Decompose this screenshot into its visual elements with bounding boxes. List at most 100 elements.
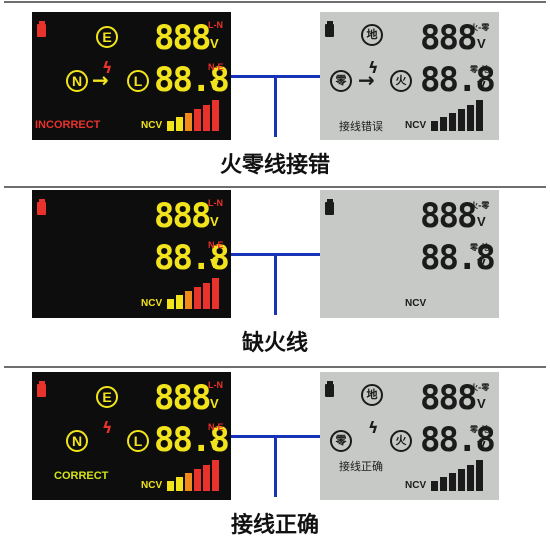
arrow-right-icon: → [358,68,375,92]
ncv-bar [440,477,447,491]
ncv-signal-bars [167,100,219,131]
live-terminal: 火 [390,70,412,92]
separator-top [4,1,546,3]
ncv-bar [467,465,474,491]
grey-lcd-display: 地 ϟ 零 → 火 888 火-零 V 88.8 零-地 V 接线错误 NCV [320,12,499,140]
label-ne: N-E [208,240,224,250]
ncv-bar [194,469,201,491]
live-terminal: 火 [390,430,412,452]
ncv-bar [212,460,219,491]
battery-icon [325,381,334,397]
label-live-neutral: 火-零 [470,201,490,210]
ground-terminal: 地 [361,384,383,406]
status-text: CORRECT [54,470,109,482]
unit-v-bottom: V [477,438,486,453]
ncv-bar [176,477,183,491]
label-neutral-ground: 零-地 [470,65,490,74]
ncv-bar [176,295,183,309]
ncv-bar [167,481,174,491]
ncv-bar [203,105,210,131]
voltage-ne-digits: 88.8 [154,60,230,100]
ncv-bar [167,299,174,309]
ncv-bar [185,473,192,491]
label-ne: N-E [208,422,224,432]
ncv-signal-bars [431,100,483,131]
earth-terminal-e: E [96,26,118,48]
unit-v-bottom: V [210,438,219,453]
panel-caption: 火零线接错 [219,153,330,178]
connection-wire-vertical [274,435,277,497]
dark-lcd-display: E ϟ N L 888 L-N V 88.8 N-E V CORRECT NCV [32,372,231,500]
ncv-bar [467,105,474,131]
ncv-label: NCV [405,298,427,309]
unit-v-top: V [477,396,486,411]
earth-terminal-e: E [96,386,118,408]
dark-lcd-display: 888 L-N V 88.8 N-E V NCV [32,190,231,318]
ncv-signal-bars [167,460,219,491]
ncv-signal-bars [431,460,483,491]
ncv-bar [185,113,192,131]
neutral-terminal: 零 [330,430,352,452]
panel-missing-live: 888 L-N V 88.8 N-E V NCV 888 火-零 V 88.8 … [0,180,550,360]
label-neutral-ground: 零-地 [470,243,490,252]
separator-middle [4,186,546,188]
unit-v-top: V [210,36,219,51]
label-ne: N-E [208,62,224,72]
label-ln: L-N [208,198,223,208]
ncv-bar [176,117,183,131]
grey-lcd-display: 888 火-零 V 88.8 零-地 V NCV [320,190,499,318]
label-neutral-ground: 零-地 [470,425,490,434]
connection-wire-vertical [274,75,277,137]
lightning-bolt-icon: ϟ [102,418,113,437]
voltage-ne-digits: 88.8 [420,420,496,460]
ncv-label: NCV [141,480,163,491]
status-text: INCORRECT [35,119,101,131]
ncv-label: NCV [141,298,163,309]
unit-v-top: V [477,36,486,51]
ncv-bar [476,100,483,131]
battery-icon [37,381,46,397]
voltage-ln-digits: 888 [154,18,211,58]
unit-v-top: V [210,396,219,411]
separator-lower [4,366,546,368]
voltage-ln-digits: 888 [420,378,477,418]
live-terminal-l: L [127,430,149,452]
ncv-bar [431,121,438,131]
battery-icon [325,199,334,215]
ncv-bar [431,481,438,491]
unit-v-top: V [477,214,486,229]
unit-v-bottom: V [210,78,219,93]
lightning-bolt-icon: ϟ [368,58,379,77]
voltage-ln-digits: 888 [154,196,211,236]
voltage-ne-digits: 88.8 [154,238,230,278]
ncv-bar [476,460,483,491]
label-ln: L-N [208,20,223,30]
voltage-ne-digits: 88.8 [420,238,496,278]
neutral-terminal: 零 [330,70,352,92]
ncv-bar [458,469,465,491]
ncv-bar [440,117,447,131]
battery-icon [325,21,334,37]
ncv-bar [167,121,174,131]
connection-wire-vertical [274,253,277,315]
ncv-signal-bars [167,278,219,309]
lightning-bolt-icon: ϟ [102,58,113,77]
ncv-bar [212,100,219,131]
unit-v-bottom: V [477,78,486,93]
status-text: 接线错误 [339,120,383,133]
neutral-terminal-n: N [66,430,88,452]
battery-icon [37,21,46,37]
voltage-ne-digits: 88.8 [420,60,496,100]
arrow-right-icon: → [92,68,109,92]
voltage-ln-digits: 888 [154,378,211,418]
ncv-bar [194,109,201,131]
dark-lcd-display: E ϟ N → L 888 L-N V 88.8 N-E V INCORRECT… [32,12,231,140]
ncv-bar [458,109,465,131]
voltage-ne-digits: 88.8 [154,420,230,460]
status-text: 接线正确 [339,460,383,473]
battery-icon [37,199,46,215]
ncv-label: NCV [405,120,427,131]
grey-lcd-display: 地 ϟ 零 火 888 火-零 V 88.8 零-地 V 接线正确 NCV [320,372,499,500]
panel-caption: 缺火线 [241,331,308,356]
label-live-neutral: 火-零 [470,23,490,32]
